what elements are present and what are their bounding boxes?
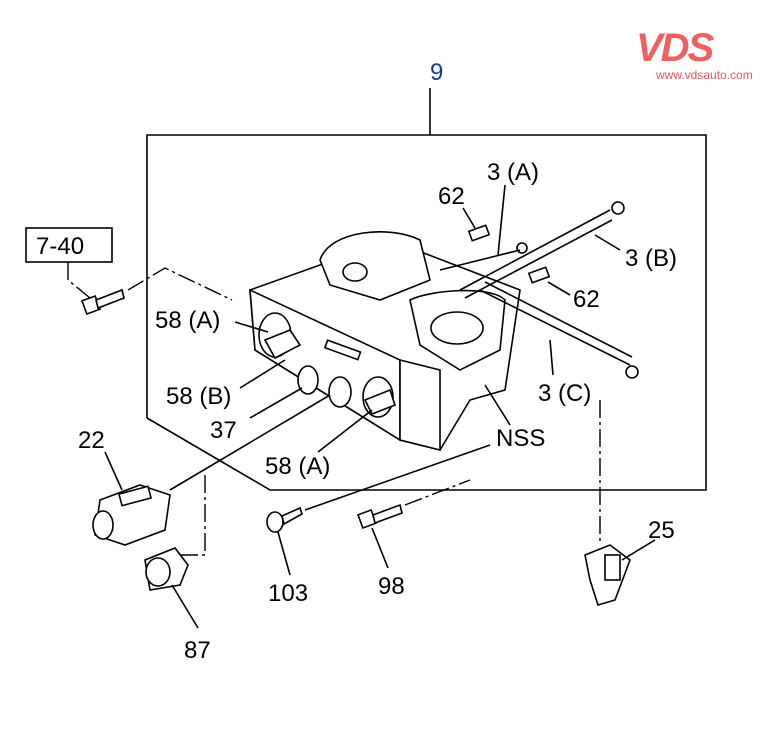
leader-22 (104, 451, 123, 491)
socket-87 (144, 547, 189, 591)
screw-98 (357, 503, 403, 529)
leader-58b (239, 359, 286, 389)
label-58a-bottom: 58 (A) (265, 453, 330, 480)
label-3a: 3 (A) (487, 159, 539, 186)
label-98: 98 (378, 573, 405, 600)
ref-box (25, 227, 113, 263)
vds-logo: VDS www.vdsauto.com (636, 28, 766, 82)
leader-nss (484, 384, 511, 426)
label-25: 25 (648, 517, 675, 544)
leader-socket-line (180, 475, 206, 556)
leader-3b (594, 234, 621, 251)
leader-103-line (304, 444, 491, 511)
leader-62-right (547, 281, 571, 296)
leader-7-40 (67, 262, 91, 299)
label-62-right: 62 (573, 286, 600, 313)
leader-62-top (462, 207, 476, 229)
label-62-top: 62 (438, 183, 465, 210)
leader-58a-top (234, 321, 269, 333)
label-58a-top: 58 (A) (155, 307, 220, 334)
plug-62-top (467, 224, 491, 242)
switch-22 (92, 484, 171, 546)
label-103: 103 (268, 580, 308, 607)
assembly-frame (146, 134, 707, 491)
label-assembly-9: 9 (430, 59, 443, 86)
leader-98-line (404, 479, 471, 506)
heater-control-unit (249, 231, 521, 452)
clip-25 (584, 544, 631, 606)
cables (439, 201, 639, 379)
leader-3c (549, 339, 554, 376)
logo-brand: VDS (636, 26, 714, 70)
label-87: 87 (184, 637, 211, 664)
label-37: 37 (210, 417, 237, 444)
label-3c: 3 (C) (538, 380, 591, 407)
leader-103 (277, 531, 291, 576)
label-ref-7-40: 7-40 (36, 233, 84, 260)
leader-3a (497, 184, 506, 256)
screw-7-40 (81, 288, 125, 315)
leader-switch-line (169, 394, 331, 491)
label-nss: NSS (496, 425, 545, 452)
screw-103 (266, 506, 303, 533)
label-58b: 58 (B) (166, 383, 231, 410)
leader-58a-bottom (317, 409, 373, 453)
label-22: 22 (78, 427, 105, 454)
plug-62-right (527, 266, 551, 284)
leader-screw (127, 267, 233, 301)
leader-37 (249, 387, 303, 419)
logo-url: www.vdsauto.com (656, 68, 753, 82)
leader-25 (621, 539, 656, 561)
leader-87 (171, 584, 199, 629)
leader-98 (371, 527, 389, 569)
label-3b: 3 (B) (625, 245, 677, 272)
